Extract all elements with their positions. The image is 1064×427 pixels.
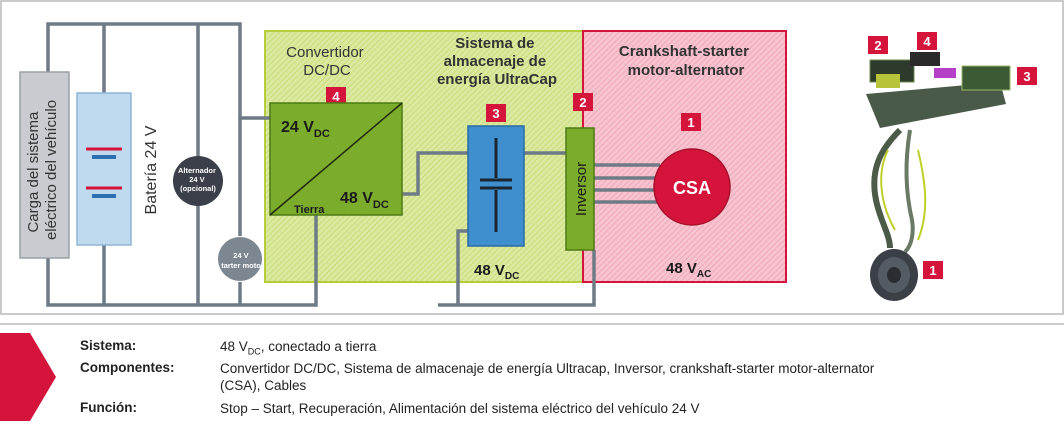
storage-badge bbox=[486, 104, 506, 122]
info-val-componentes-2: (CSA), Cables bbox=[220, 378, 307, 393]
photo-badge-1-label: 1 bbox=[929, 263, 936, 278]
battery-box bbox=[76, 92, 132, 246]
inverter-label: Inversor bbox=[573, 162, 590, 216]
photo-badge-3-label: 3 bbox=[1023, 69, 1030, 84]
converter-badge-label: 4 bbox=[332, 89, 340, 104]
info-chevron bbox=[0, 333, 56, 421]
photo-badge-4-label: 4 bbox=[923, 34, 931, 49]
csa-badge bbox=[681, 113, 701, 131]
inverter-badge-label: 2 bbox=[579, 95, 586, 110]
csa-badge-label: 1 bbox=[687, 115, 694, 130]
info-val-funcion: Stop – Start, Recuperación, Alimentación… bbox=[220, 401, 700, 416]
load-box bbox=[19, 71, 70, 259]
storage-badge-label: 3 bbox=[492, 106, 499, 121]
csa-label: CSA bbox=[673, 178, 711, 198]
info-key-sistema: Sistema: bbox=[80, 338, 137, 353]
battery-cells bbox=[86, 147, 122, 198]
converter-diagonal bbox=[269, 102, 403, 216]
info-key-funcion: Función: bbox=[80, 400, 137, 415]
info-key-componentes: Componentes: bbox=[80, 360, 175, 375]
converter-ground-label: Tierra bbox=[294, 204, 325, 216]
converter-in-label: 24 VDC bbox=[281, 119, 330, 140]
inverter-box bbox=[565, 127, 595, 251]
battery-label: Batería 24 V bbox=[143, 125, 160, 214]
photo-badge-4 bbox=[917, 32, 937, 50]
photo-badge-2 bbox=[868, 36, 888, 54]
component-photo bbox=[866, 52, 1011, 301]
storage-voltage: 48 VDC bbox=[474, 262, 519, 282]
csa-circle bbox=[653, 148, 731, 226]
alternator-label: Alternador 24 V (opcional) bbox=[178, 166, 218, 193]
converter-title: Convertidor DC/DC bbox=[286, 44, 368, 79]
starter-label: 24 V tarter moto bbox=[221, 251, 261, 270]
info-val-sistema: 48 VDC, conectado a tierra bbox=[220, 339, 377, 357]
converter-out-label: 48 VDC bbox=[340, 190, 389, 211]
load-label: Carga del sistema eléctrico del vehículo bbox=[25, 100, 60, 240]
storage-title: Sistema de almacenaje de energía UltraCa… bbox=[437, 35, 557, 88]
photo-badge-3 bbox=[1017, 67, 1037, 85]
photo-badge-2-label: 2 bbox=[874, 38, 881, 53]
inverter-badge bbox=[573, 93, 593, 111]
capacitor-symbol bbox=[480, 138, 512, 232]
photo-badge-1 bbox=[923, 261, 943, 279]
starter-circle bbox=[218, 237, 262, 281]
alternator-circle bbox=[173, 156, 223, 206]
csa-title: Crankshaft-starter motor-alternator bbox=[619, 43, 753, 79]
csa-voltage: 48 VAC bbox=[666, 260, 711, 280]
converter-badge bbox=[326, 87, 346, 105]
info-val-componentes-1: Convertidor DC/DC, Sistema de almacenaje… bbox=[220, 361, 875, 376]
